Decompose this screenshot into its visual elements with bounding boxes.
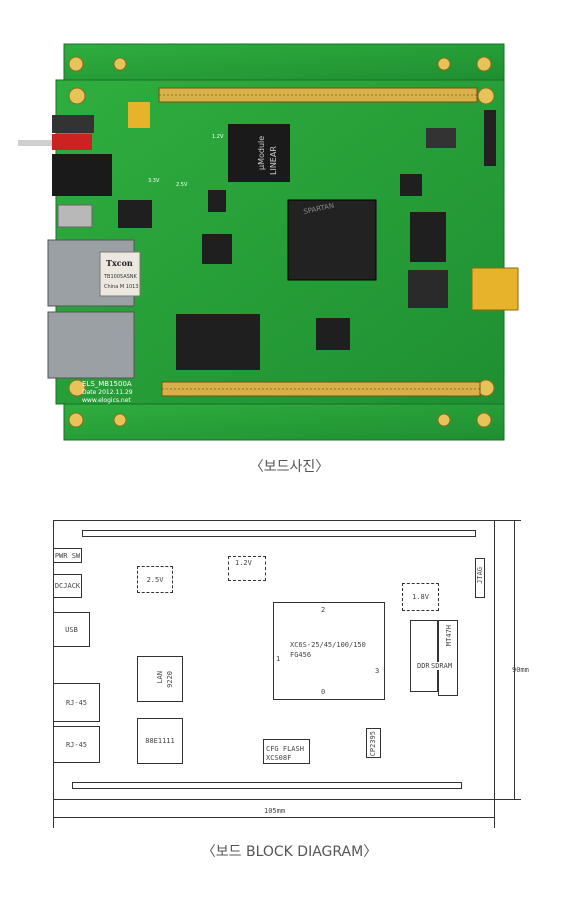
board-outline — [53, 520, 495, 800]
tantalum-cap — [128, 102, 150, 128]
rj45-bottom — [47, 311, 135, 379]
lan-brand: Txcon — [106, 258, 133, 268]
header-pins — [159, 94, 480, 390]
rj45-label-2: RJ-45 — [65, 740, 88, 749]
width-dim-line — [53, 817, 495, 818]
fpga-bank-3: 3 — [375, 667, 380, 675]
lan-magnetics — [99, 251, 141, 297]
fpga-bank-0: 0 — [321, 688, 326, 696]
dc-jack-box: DCJACK — [53, 574, 82, 598]
bottom-header-strip — [72, 782, 462, 789]
header-bottom — [161, 381, 481, 397]
cfg-flash-box: CFG FLASH XCS08F — [263, 739, 310, 764]
fpga-bank-2: 2 — [321, 606, 326, 614]
lan-label: LAN — [156, 671, 164, 684]
mounting-holes — [68, 56, 495, 428]
height-dim-line — [514, 520, 515, 800]
board-photo-svg: SPARTAN LINEAR µModule Txcon TB1005ASNK … — [18, 43, 519, 441]
cfg-flash-part-label: XCS08F — [266, 754, 292, 762]
header-top — [158, 87, 478, 103]
ethernet-phy-box: 88E1111 — [137, 718, 183, 764]
sdram-label: SDRAM — [431, 662, 453, 670]
silk-1v2: 1.2V — [212, 134, 224, 140]
board-model: ELS_MB1500A — [82, 380, 132, 388]
dc-jack — [52, 154, 112, 196]
power-module-name: µModule — [257, 136, 266, 170]
usb-connector — [57, 204, 93, 228]
ethernet-phy — [408, 270, 448, 308]
fpga-box: 2 1 3 0 XC6S-25/45/100/150 FG456 — [273, 602, 385, 700]
reg-1v2-label: 1.2V — [235, 559, 252, 567]
small-chip-4 — [400, 174, 422, 196]
ddr-label: DDR — [417, 662, 430, 670]
flash-chip — [316, 318, 350, 350]
pcb-bottom-strip — [63, 403, 505, 441]
usb-right — [471, 267, 519, 311]
small-chip-3 — [208, 190, 226, 212]
dip-switch — [426, 128, 456, 148]
lan-part: TB1005ASNK — [103, 274, 138, 280]
reg-1v8-box: 1.8V — [402, 583, 439, 611]
cp2395-label: CP2395 — [369, 731, 377, 757]
pcb-top-strip — [63, 43, 505, 81]
pwr-sw-box: PWR SW — [53, 548, 82, 563]
fpga — [287, 199, 377, 281]
width-label: 105mm — [264, 807, 286, 815]
reg-2v5-box: 2.5V — [137, 566, 173, 593]
block-diagram: PWR SW DCJACK USB RJ-45 RJ-45 2.5V 1.2V … — [0, 510, 579, 830]
sdram-box: MT47H SDRAM — [431, 620, 458, 696]
cp2395-box: CP2395 — [366, 728, 381, 758]
diagram-caption: 〈보드 BLOCK DIAGRAM〉 — [201, 844, 378, 860]
ddr-chip — [410, 212, 446, 262]
photo-caption: 〈보드사진〉 — [249, 459, 330, 475]
lan-chip-box: LAN 9220 — [137, 656, 183, 702]
switch-cap — [52, 134, 92, 150]
jtag-header — [484, 110, 496, 166]
pwr-sw-label: PWR SW — [54, 551, 81, 560]
power-switch — [52, 115, 94, 133]
usb-label: USB — [65, 625, 78, 634]
lan-part-label: 9220 — [166, 671, 174, 688]
reg-2v5-label: 2.5V — [146, 575, 164, 584]
rj45-label-1: RJ-45 — [65, 698, 88, 707]
jtag-box: JTAG — [475, 558, 485, 598]
jtag-label: JTAG — [476, 567, 484, 584]
board-photo: SPARTAN LINEAR µModule Txcon TB1005ASNK … — [14, 30, 536, 450]
rj45-box-1: RJ-45 — [53, 683, 100, 722]
reg-1v2-box: 1.2V — [228, 556, 266, 581]
cfg-flash-label: CFG FLASH — [266, 745, 304, 753]
ethernet-phy-label: 88E1111 — [145, 737, 175, 745]
width-dim-tick-left — [53, 800, 54, 828]
silk-2v5: 2.5V — [176, 182, 188, 188]
top-header-strip — [82, 530, 476, 537]
rj45-box-2: RJ-45 — [53, 726, 100, 763]
power-module — [228, 124, 290, 182]
height-label: 90mm — [512, 666, 529, 674]
lan-chip — [176, 314, 260, 370]
usb-box: USB — [53, 612, 90, 647]
fpga-package-label: FG456 — [290, 651, 312, 659]
ddr-box: DDR — [410, 620, 438, 692]
board-date: Date 2012.11.29 — [82, 389, 133, 396]
small-chip-1 — [202, 234, 232, 264]
reg-1v8-label: 1.8V — [412, 593, 429, 601]
ddr-part-label: MT47H — [445, 625, 453, 647]
silk-3v3: 3.3V — [148, 178, 160, 184]
lan-origin: China M 1013 — [104, 284, 139, 290]
board-website: www.elogics.net — [82, 397, 131, 404]
height-dim-tick-top — [495, 520, 521, 521]
fpga-bank-1: 1 — [276, 655, 281, 663]
small-chip-2 — [118, 200, 152, 228]
switch-toggle — [18, 140, 58, 146]
fpga-part-label: XC6S-25/45/100/150 — [290, 641, 366, 649]
power-module-brand: LINEAR — [269, 146, 278, 175]
width-dim-tick-right — [494, 800, 495, 828]
dc-jack-label: DCJACK — [54, 582, 81, 590]
height-dim-tick-bottom — [495, 799, 521, 800]
